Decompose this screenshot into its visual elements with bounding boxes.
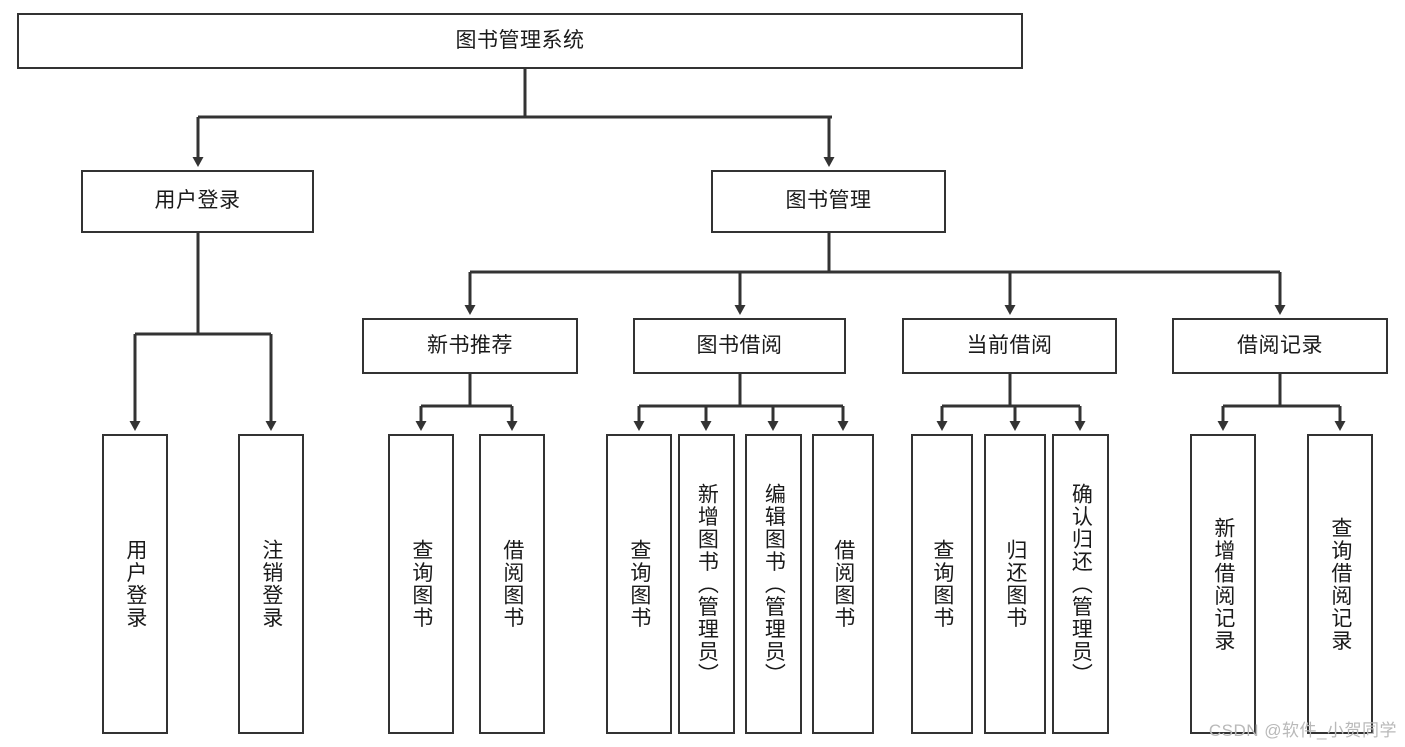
node-leaf-add-record[interactable]: 新增借阅记录 bbox=[1190, 434, 1256, 734]
node-leaf-return-book[interactable]: 归还图书 bbox=[984, 434, 1046, 734]
node-leaf-query-book-1[interactable]: 查询图书 bbox=[388, 434, 454, 734]
node-leaf-add-book[interactable]: 新增图书（管理员） bbox=[678, 434, 735, 734]
node-user-login[interactable]: 用户登录 bbox=[81, 170, 314, 233]
node-borrow-record[interactable]: 借阅记录 bbox=[1172, 318, 1388, 374]
node-current-borrow-label: 当前借阅 bbox=[966, 333, 1053, 357]
edge-group-current-borrow bbox=[936, 374, 1086, 431]
node-current-borrow[interactable]: 当前借阅 bbox=[902, 318, 1117, 374]
node-leaf-add-book-label: 新增图书（管理员） bbox=[695, 482, 719, 686]
node-leaf-edit-book[interactable]: 编辑图书（管理员） bbox=[745, 434, 802, 734]
node-leaf-query-record[interactable]: 查询借阅记录 bbox=[1307, 434, 1373, 734]
node-leaf-query-book-3[interactable]: 查询图书 bbox=[911, 434, 973, 734]
node-leaf-confirm-return[interactable]: 确认归还（管理员） bbox=[1052, 434, 1109, 734]
node-leaf-borrow-book-2[interactable]: 借阅图书 bbox=[812, 434, 874, 734]
edge-group-borrow-record bbox=[1217, 374, 1346, 431]
node-leaf-query-book-3-label: 查询图书 bbox=[930, 539, 954, 629]
edge-group-new-book-rec bbox=[415, 374, 518, 431]
watermark: CSDN @软件_小贺同学 bbox=[1208, 721, 1397, 740]
node-leaf-confirm-return-label: 确认归还（管理员） bbox=[1069, 482, 1093, 686]
node-new-book-rec-label: 新书推荐 bbox=[427, 333, 513, 357]
node-leaf-return-book-label: 归还图书 bbox=[1003, 539, 1027, 629]
node-leaf-edit-book-label: 编辑图书（管理员） bbox=[762, 482, 786, 686]
node-leaf-user-login-label: 用户登录 bbox=[123, 539, 147, 629]
node-leaf-query-book-2[interactable]: 查询图书 bbox=[606, 434, 672, 734]
node-book-manage-label: 图书管理 bbox=[785, 189, 872, 213]
node-borrow-record-label: 借阅记录 bbox=[1237, 333, 1323, 357]
node-book-borrow-label: 图书借阅 bbox=[696, 333, 783, 357]
node-leaf-user-login[interactable]: 用户登录 bbox=[102, 434, 168, 734]
node-root[interactable]: 图书管理系统 bbox=[17, 13, 1023, 69]
edge-group-book-manage bbox=[464, 233, 1286, 315]
node-leaf-borrow-book-1[interactable]: 借阅图书 bbox=[479, 434, 545, 734]
node-book-manage[interactable]: 图书管理 bbox=[711, 170, 946, 233]
node-leaf-query-record-label: 查询借阅记录 bbox=[1328, 516, 1352, 652]
node-root-label: 图书管理系统 bbox=[455, 28, 585, 52]
edge-group-user-login bbox=[129, 233, 277, 431]
node-leaf-logout[interactable]: 注销登录 bbox=[238, 434, 304, 734]
edge-group-root bbox=[192, 69, 835, 167]
node-leaf-query-book-1-label: 查询图书 bbox=[409, 539, 433, 629]
node-leaf-add-record-label: 新增借阅记录 bbox=[1211, 516, 1235, 652]
node-leaf-query-book-2-label: 查询图书 bbox=[627, 539, 651, 629]
edge-group-book-borrow bbox=[633, 374, 849, 431]
node-leaf-logout-label: 注销登录 bbox=[259, 539, 283, 629]
node-book-borrow[interactable]: 图书借阅 bbox=[633, 318, 846, 374]
node-leaf-borrow-book-2-label: 借阅图书 bbox=[831, 539, 855, 629]
node-leaf-borrow-book-1-label: 借阅图书 bbox=[500, 539, 524, 629]
node-new-book-rec[interactable]: 新书推荐 bbox=[362, 318, 578, 374]
node-user-login-label: 用户登录 bbox=[154, 189, 241, 213]
